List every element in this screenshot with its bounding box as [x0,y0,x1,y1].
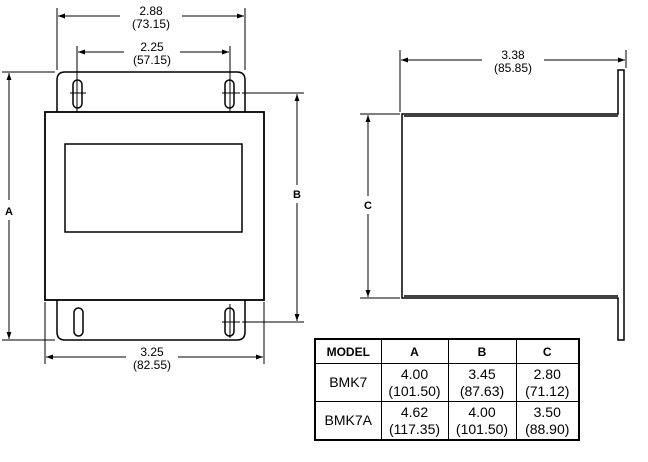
b-cell: 3.45(87.63) [447,363,517,402]
b-mm: (101.50) [455,420,509,437]
dimension-c-label: C [364,200,372,212]
dimensions-table: MODEL A B C BMK7 4.00(101.50) 3.45(87.63… [314,338,580,441]
b-inch: 3.45 [468,365,496,382]
table-row: BMK7 4.00(101.50) 3.45(87.63) 2.80(71.12… [314,363,580,402]
table-header-row: MODEL A B C [314,338,580,364]
side-view [401,69,625,341]
c-cell: 2.80(71.12) [515,363,580,402]
side-extension-lines [360,50,627,299]
b-cell: 4.00(101.50) [447,401,517,441]
dimension-a-label: A [5,206,13,218]
depth-inch: 3.38 [501,48,525,62]
slot-spacing-mm: (57.15) [133,53,171,67]
table-row: BMK7A 4.62(117.35) 4.00(101.50) 3.50(88.… [314,401,580,441]
side-profile-inner [404,115,618,297]
b-inch: 4.00 [468,403,496,420]
top-overall-mm: (73.15) [132,17,170,31]
transformer-body [44,111,265,301]
top-flange [56,71,246,112]
slot-spacing-inch: 2.25 [140,40,164,54]
side-dimension-lines [365,57,625,297]
a-inch: 4.62 [400,403,429,420]
c-inch: 3.50 [533,403,561,420]
label-window [64,143,243,233]
a-cell: 4.00(101.50) [380,363,449,402]
depth-mm: (85.85) [494,61,532,75]
a-mm: (117.35) [388,420,441,437]
side-profile-outer [401,69,625,341]
slot-bottom-left [73,307,84,337]
dimension-b-label: B [293,189,301,201]
c-mm: (71.12) [525,382,570,399]
bottom-width-mm: (82.55) [133,358,171,372]
front-view [44,71,265,341]
header-a: A [380,338,449,364]
model-cell: BMK7A [314,401,382,441]
header-model: MODEL [314,338,382,364]
c-mm: (88.90) [525,420,570,437]
bottom-flange [56,300,246,341]
a-cell: 4.62(117.35) [380,401,449,441]
a-inch: 4.00 [400,365,429,382]
header-b: B [447,338,517,364]
top-overall-inch: 2.88 [139,4,163,18]
header-c: C [515,338,580,364]
c-cell: 3.50(88.90) [515,401,580,441]
model-cell: BMK7 [314,363,382,402]
bottom-width-inch: 3.25 [140,345,164,359]
b-mm: (87.63) [459,382,505,399]
front-extension-lines [2,8,304,364]
c-inch: 2.80 [533,365,561,382]
a-mm: (101.50) [388,382,441,399]
